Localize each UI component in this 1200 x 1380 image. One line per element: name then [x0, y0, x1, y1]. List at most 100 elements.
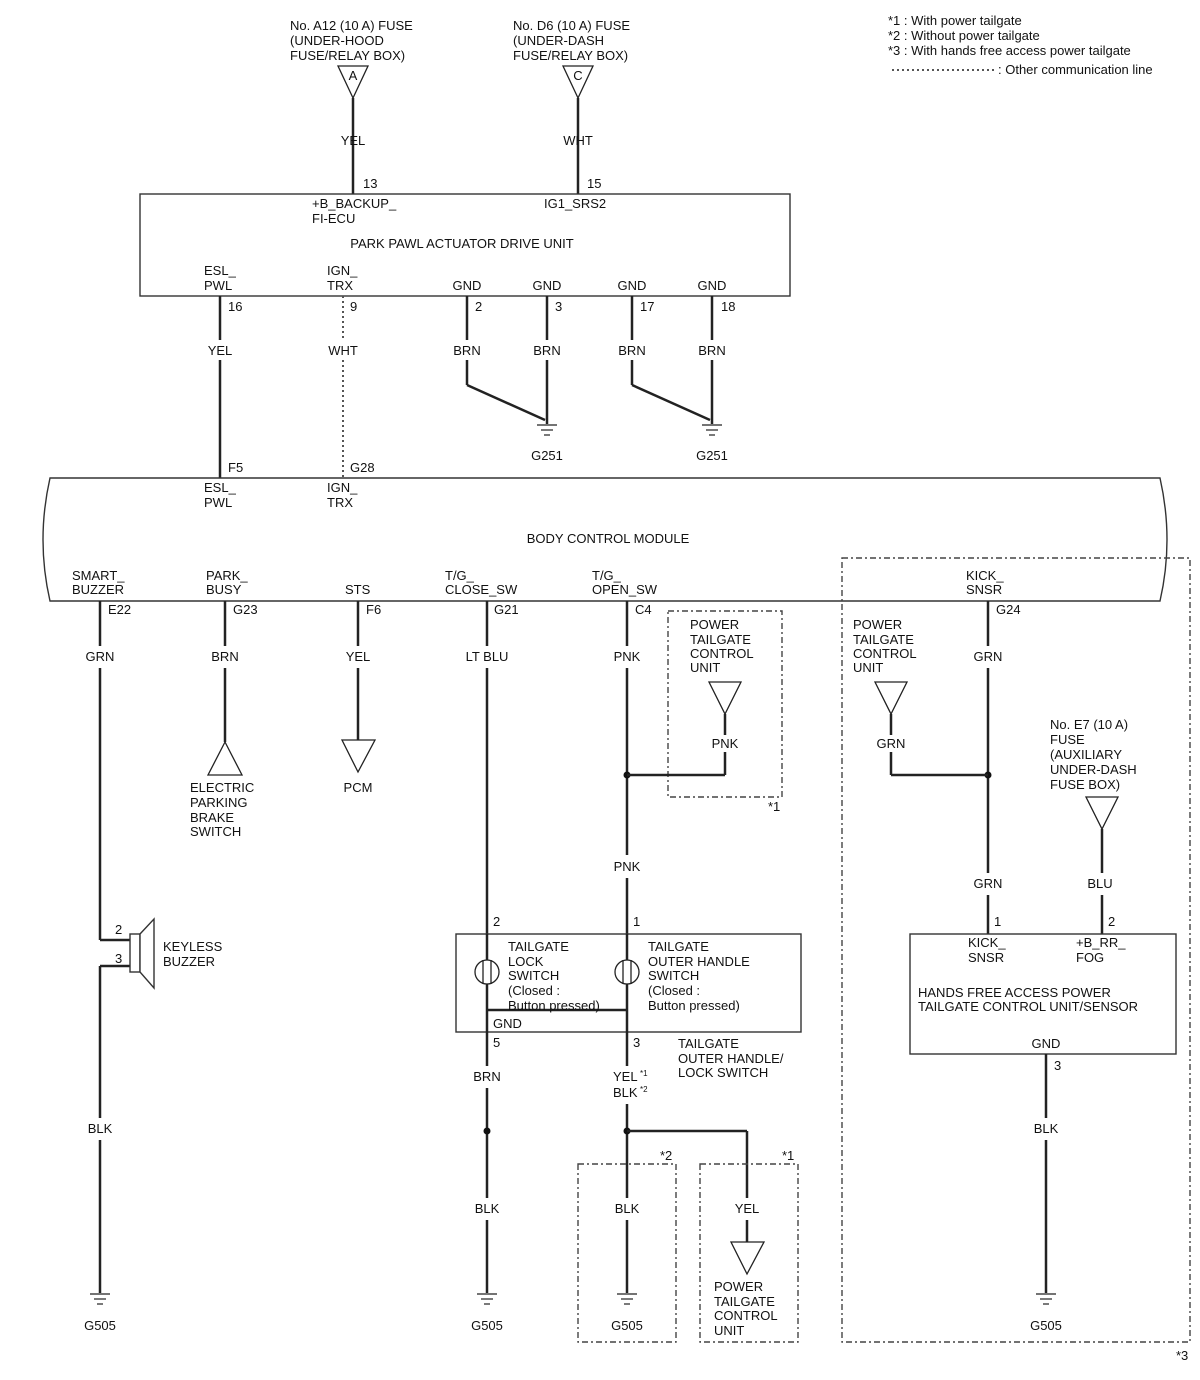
- pin-number: F6: [366, 602, 381, 617]
- splice-junction: [483, 1127, 491, 1135]
- pin-number: 17: [640, 299, 654, 314]
- wire-color-label: BRN: [473, 1069, 500, 1084]
- ground-symbol-icon: [702, 424, 722, 436]
- option-region-power-tailgate: [699, 1163, 799, 1343]
- wire-color-label: BLK: [1034, 1121, 1059, 1136]
- pin-number: 9: [350, 299, 357, 314]
- ptcu-label: POWER: [690, 617, 739, 632]
- ppadu-lower-wires: 16 9 2 3 17 18 YEL WHT BRN BRN BRN BRN G…: [208, 296, 735, 478]
- bcm-pin-label: STS: [345, 582, 371, 597]
- outer-handle-label: Button pressed): [648, 998, 740, 1013]
- ptcu-label: TAILGATE: [690, 632, 751, 647]
- fuse-e7-label: FUSE BOX): [1050, 777, 1120, 792]
- ppadu-pin-label: ESL_: [204, 263, 237, 278]
- lock-switch-label: (Closed :: [508, 983, 560, 998]
- legend-note-4: : Other communication line: [998, 62, 1153, 77]
- hfa-name: HANDS FREE ACCESS POWER: [918, 985, 1111, 1000]
- wire-color-label: YEL: [735, 1201, 760, 1216]
- fuse-d6: No. D6 (10 A) FUSE (UNDER-DASH FUSE/RELA…: [513, 18, 630, 194]
- ppadu-pin-label: GND: [698, 278, 727, 293]
- epb-label: ELECTRIC: [190, 780, 254, 795]
- bcm-pin-label: CLOSE_SW: [445, 582, 518, 597]
- connector-c-label: C: [573, 68, 582, 83]
- hfa-pin-label: +B_RR_: [1076, 935, 1126, 950]
- fuse-a12-label: (UNDER-HOOD: [290, 33, 384, 48]
- ppadu-box: [139, 193, 791, 297]
- option-superscript: *1: [640, 1069, 648, 1078]
- bcm-pin-label: IGN_: [327, 480, 358, 495]
- lock-switch-label: Button pressed): [508, 998, 600, 1013]
- hfa-name: TAILGATE CONTROL UNIT/SENSOR: [918, 999, 1138, 1014]
- ground-label: G505: [84, 1318, 116, 1333]
- tg-close-circuit: G21 LT BLU 2: [466, 601, 519, 934]
- ground-symbol-icon: [537, 424, 557, 436]
- fuse-d6-label: No. D6 (10 A) FUSE: [513, 18, 630, 33]
- pin-number: 2: [475, 299, 482, 314]
- ptcu-label: UNIT: [853, 660, 883, 675]
- kick-sensor-circuit: G24 GRN GRN POWER TAILGATE CONTROL UNIT …: [853, 601, 1021, 934]
- keyless-buzzer-speaker-icon: [129, 917, 155, 990]
- pin-number: 2: [493, 914, 500, 929]
- fuse-e7-label: (AUXILIARY: [1050, 747, 1122, 762]
- ground-label: G251: [531, 448, 563, 463]
- ptcu-label: POWER: [714, 1279, 763, 1294]
- pin-number: 3: [555, 299, 562, 314]
- hfa-pin-label: KICK_: [968, 935, 1006, 950]
- ptcu-label: CONTROL: [853, 646, 917, 661]
- wire-gnd-brn: [631, 383, 711, 422]
- fuse-e7-label: UNDER-DASH: [1050, 762, 1137, 777]
- option-superscript: *2: [640, 1085, 648, 1094]
- pin-number: 3: [1054, 1058, 1061, 1073]
- park-busy-circuit: G23 BRN ELECTRIC PARKING BRAKE SWITCH: [190, 601, 258, 839]
- ptcu-label: UNIT: [690, 660, 720, 675]
- bcm-pin-label: KICK_: [966, 568, 1004, 583]
- wire-color-label: BLK: [88, 1121, 113, 1136]
- lock-switch-label: LOCK: [508, 954, 544, 969]
- pin-number: F5: [228, 460, 243, 475]
- tailgate-switch-name: LOCK SWITCH: [678, 1065, 768, 1080]
- wire-color-label: WHT: [328, 343, 358, 358]
- tailgate-switch-assembly: TAILGATE LOCK SWITCH (Closed : Button pr…: [455, 933, 802, 1080]
- pcm-label: PCM: [344, 780, 373, 795]
- ppadu-pin-label: IG1_SRS2: [544, 196, 606, 211]
- ground-label: G251: [696, 448, 728, 463]
- pin-number: 1: [994, 914, 1001, 929]
- wire-color-label: BRN: [533, 343, 560, 358]
- option-region-power-tailgate: [667, 610, 783, 798]
- down-triangle-icon: [340, 739, 377, 774]
- fuse-e7-label: FUSE: [1050, 732, 1085, 747]
- wire-color-label: GRN: [877, 736, 906, 751]
- pin-number: 2: [1108, 914, 1115, 929]
- pin-number: 18: [721, 299, 735, 314]
- ground-label: G505: [1030, 1318, 1062, 1333]
- ppadu-pin-label: IGN_: [327, 263, 358, 278]
- wire-color-label: YEL: [613, 1069, 638, 1084]
- bcm-pin-label: BUSY: [206, 582, 242, 597]
- wire-color-label: WHT: [563, 133, 593, 148]
- bcm-box: [42, 477, 1168, 602]
- pin-number: G23: [233, 602, 258, 617]
- fuse-a12-label: No. A12 (10 A) FUSE: [290, 18, 413, 33]
- option-region-hands-free: [841, 557, 1191, 1343]
- legend-note-1: *1 : With power tailgate: [888, 13, 1022, 28]
- wire-color-label: PNK: [614, 649, 641, 664]
- outer-handle-label: SWITCH: [648, 968, 699, 983]
- wire-color-label: BRN: [453, 343, 480, 358]
- buzzer-label: KEYLESS: [163, 939, 223, 954]
- bcm-pin-label: T/G_: [592, 568, 622, 583]
- option-note-label: *1: [782, 1148, 794, 1163]
- pin-number: G24: [996, 602, 1021, 617]
- option-region-no-power-tailgate: [577, 1163, 677, 1343]
- ptcu-label: CONTROL: [690, 646, 754, 661]
- ground-label: G505: [471, 1318, 503, 1333]
- ptcu-label: TAILGATE: [714, 1294, 775, 1309]
- down-triangle-icon: [729, 1241, 766, 1276]
- tailgate-switch-box: [455, 933, 802, 1033]
- pin-number: 3: [115, 951, 122, 966]
- wire-color-label: YEL: [346, 649, 371, 664]
- hands-free-access-unit: KICK_ SNSR +B_RR_ FOG HANDS FREE ACCESS …: [909, 933, 1177, 1333]
- pin-number: 2: [115, 922, 122, 937]
- bcm-pin-label: OPEN_SW: [592, 582, 658, 597]
- park-pawl-actuator-drive-unit: +B_BACKUP_ FI-ECU IG1_SRS2 PARK PAWL ACT…: [139, 193, 791, 297]
